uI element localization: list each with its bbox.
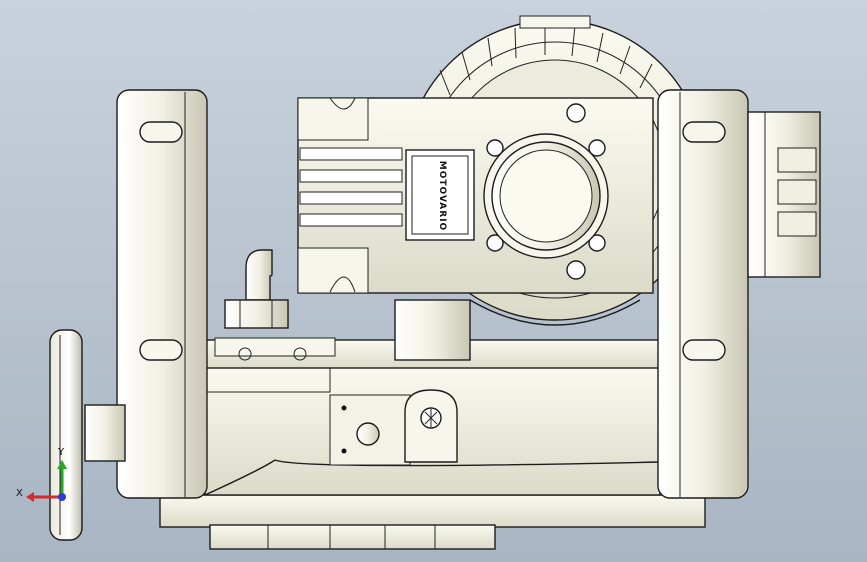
nameplate-text: MOTOVARIO: [437, 161, 447, 231]
elbow-fitting: [224, 249, 289, 329]
grease-nipple: [404, 389, 458, 463]
right-bracket: [657, 89, 749, 499]
worm-gearbox: [297, 97, 654, 294]
motovario-nameplate: MOTOVARIO: [405, 149, 475, 241]
mounting-plate: [204, 299, 661, 369]
base-frame: [159, 364, 706, 550]
left-bracket: [116, 89, 208, 499]
terminal-box: [747, 111, 821, 278]
hand-wheel-shaft: [49, 329, 126, 541]
